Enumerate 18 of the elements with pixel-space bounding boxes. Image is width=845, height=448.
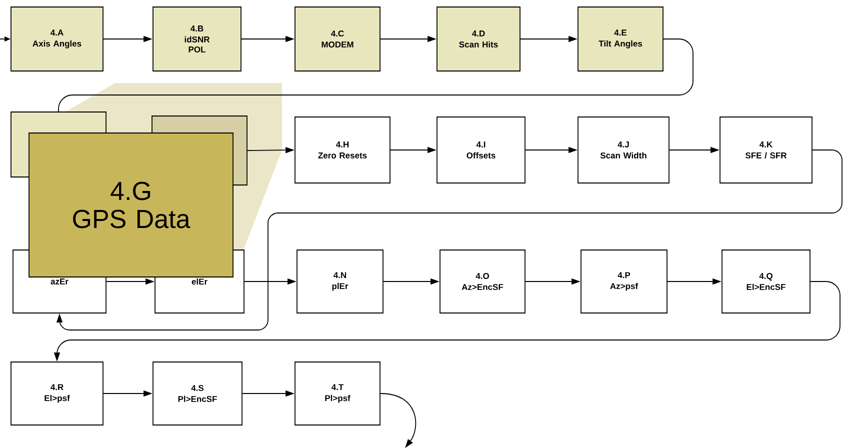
process-box: 4.K SFE / SFR — [720, 116, 812, 184]
process-box: 4.J Scan Width — [578, 116, 670, 184]
process-box: 4.H Zero Resets — [294, 116, 390, 184]
arrow — [56, 150, 842, 330]
process-box: 4.D Scan Hits — [436, 6, 520, 72]
process-box: 4.S Pl>EncSF — [152, 362, 242, 426]
process-box: 4.Q El>EncSF — [722, 250, 810, 314]
process-box: 4.O Az>EncSF — [440, 250, 526, 314]
process-box: 4.N plEr — [296, 250, 384, 314]
process-box: 4.P Az>psf — [580, 250, 668, 314]
process-box: 4.B idSNR POL — [152, 6, 242, 72]
process-box: 4.I Offsets — [436, 116, 526, 184]
process-box: 4.A Axis Angles — [10, 6, 104, 72]
process-box: 4.R El>psf — [10, 362, 104, 426]
process-box: 4.E Tilt Angles — [578, 6, 664, 72]
process-box: 4.T Pl>psf — [294, 362, 380, 426]
process-box: 4.C MODEM — [294, 6, 380, 72]
zoom-callout: 4.G GPS Data — [28, 132, 234, 278]
